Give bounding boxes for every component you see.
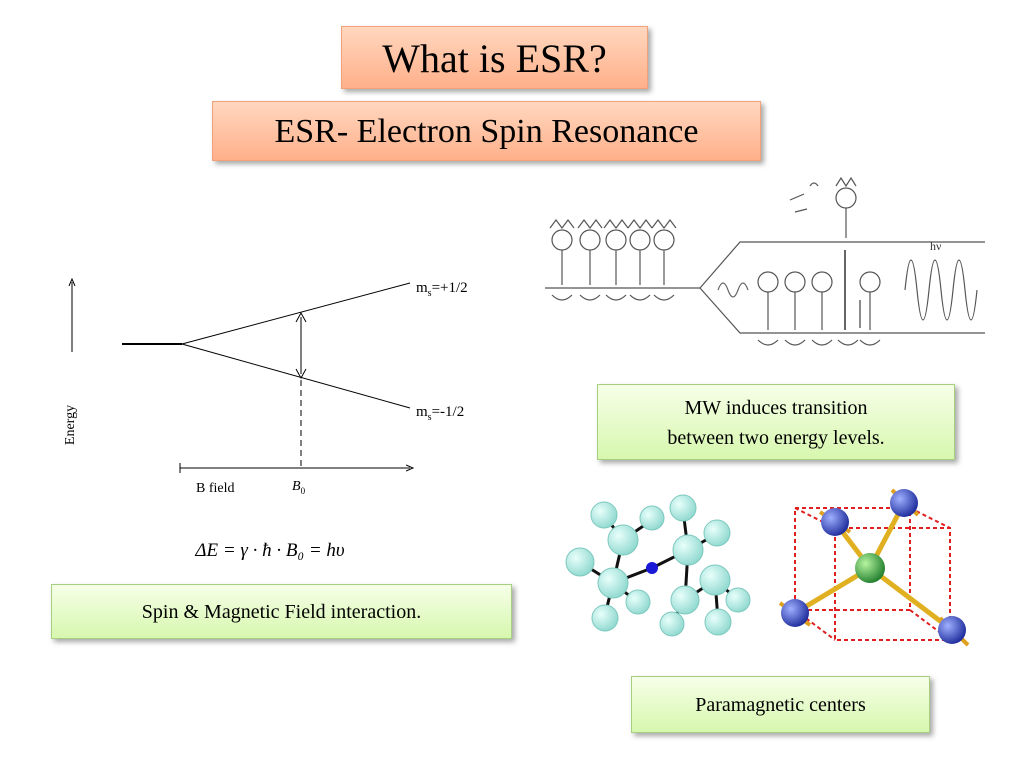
slide-title: What is ESR? [341, 26, 648, 89]
caption-mw-line1: MW induces transition [684, 397, 868, 419]
resonance-equation: ΔE = γ · ħ · B₀ = hυ [194, 540, 345, 561]
b-field-label: B field [196, 481, 235, 496]
atom [607, 524, 639, 556]
upper-level-label: ms=+1/2 [416, 280, 468, 299]
atom [565, 547, 595, 577]
atom [703, 519, 731, 547]
atom [670, 585, 700, 615]
corner-atom [781, 599, 809, 627]
atom [597, 567, 629, 599]
atom [659, 611, 685, 637]
caption-spin-text: Spin & Magnetic Field interaction. [141, 601, 422, 623]
slide-title-text: What is ESR? [382, 36, 607, 81]
corner-atom [890, 489, 918, 517]
center-atom [855, 553, 885, 583]
caption-mw-transition: MW induces transition between two energy… [597, 384, 955, 460]
caption-mw-line2: between two energy levels. [667, 427, 885, 449]
caption-para-text: Paramagnetic centers [695, 694, 866, 716]
atom [699, 564, 731, 596]
atom [591, 604, 619, 632]
hv-label: hν [930, 239, 942, 253]
atom [625, 589, 651, 615]
crystal-cell [778, 488, 970, 647]
atom [639, 505, 665, 531]
spin-figures-lower [757, 271, 881, 346]
spin-figures-left [549, 219, 677, 301]
spin-transition-cartoon: hν [545, 176, 985, 346]
energy-axis-label: Energy [63, 405, 78, 445]
slide-subtitle-text: ESR- Electron Spin Resonance [274, 113, 699, 150]
spin-figure-excited [789, 176, 857, 238]
atom [704, 608, 732, 636]
slide-subtitle: ESR- Electron Spin Resonance [212, 101, 761, 161]
lower-level-label: ms=-1/2 [416, 404, 464, 423]
corner-atom [938, 616, 966, 644]
b0-label: B0 [292, 479, 306, 496]
caption-spin-field: Spin & Magnetic Field interaction. [51, 584, 512, 639]
upper-energy-level [181, 282, 411, 345]
energy-diagram: Energy B field B0 ms=+1/2 ms=-1/2 ΔE = γ… [63, 280, 468, 561]
atom [590, 501, 618, 529]
lower-energy-level [181, 343, 411, 409]
atom [725, 587, 751, 613]
atom [672, 534, 704, 566]
nitrogen-atom [646, 562, 658, 574]
corner-atom [821, 508, 849, 536]
caption-paramagnetic: Paramagnetic centers [631, 676, 930, 733]
atom [669, 494, 697, 522]
molecule-model [565, 494, 751, 637]
